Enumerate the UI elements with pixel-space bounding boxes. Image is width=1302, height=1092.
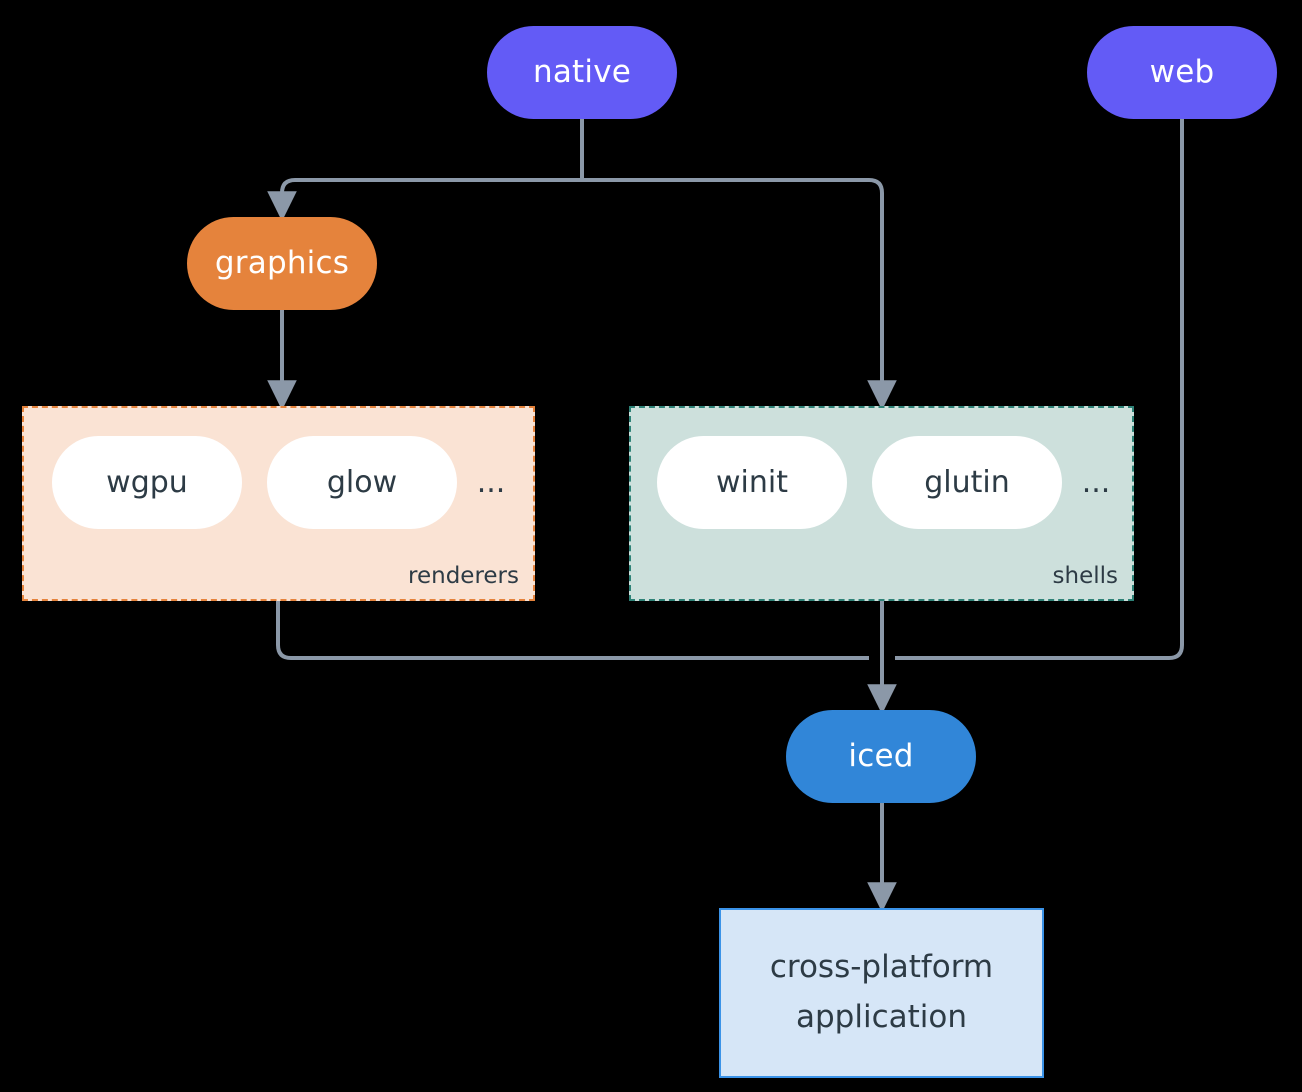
node-graphics[interactable]: graphics xyxy=(187,217,377,310)
group-shells-label: shells xyxy=(1052,563,1118,589)
node-web[interactable]: web xyxy=(1087,26,1277,119)
edge-native-to-shells xyxy=(582,178,897,411)
node-iced-label: iced xyxy=(848,738,914,775)
renderers-more-ellipsis: ... xyxy=(476,465,506,500)
group-renderers[interactable]: wgpu glow ... renderers xyxy=(22,406,535,601)
group-renderers-label: renderers xyxy=(408,563,519,589)
node-glow-label: glow xyxy=(326,465,398,500)
node-glutin[interactable]: glutin xyxy=(872,436,1062,529)
node-winit-label: winit xyxy=(716,465,788,500)
node-glutin-label: glutin xyxy=(924,465,1010,500)
node-glow[interactable]: glow xyxy=(267,436,457,529)
group-shells[interactable]: winit glutin ... shells xyxy=(629,406,1134,601)
edge-native-to-graphics xyxy=(267,178,582,222)
node-winit[interactable]: winit xyxy=(657,436,847,529)
node-graphics-label: graphics xyxy=(214,245,350,282)
node-application-label-line1: cross-platform xyxy=(769,949,994,986)
node-wgpu-label: wgpu xyxy=(106,465,188,500)
node-application-label-line2: application xyxy=(796,999,967,1035)
node-wgpu[interactable]: wgpu xyxy=(52,436,242,529)
edge-renderers-to-iced xyxy=(276,601,869,660)
node-web-label: web xyxy=(1149,54,1215,91)
node-native[interactable]: native xyxy=(487,26,677,119)
node-native-label: native xyxy=(532,54,632,91)
node-application[interactable]: cross-platform application xyxy=(719,908,1044,1078)
shells-more-ellipsis: ... xyxy=(1081,465,1111,500)
node-iced[interactable]: iced xyxy=(786,710,976,803)
